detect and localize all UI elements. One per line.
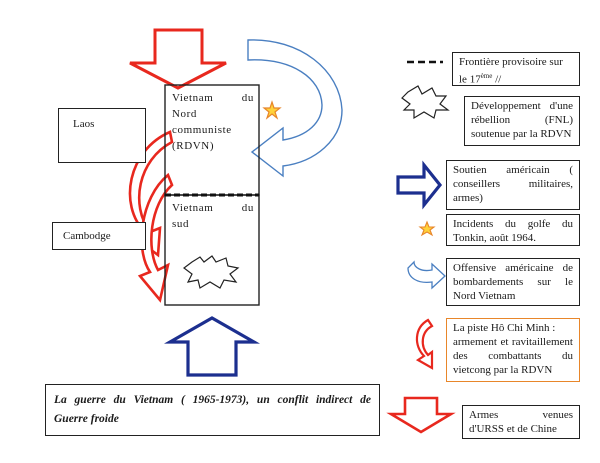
legend-soviet-arrow-icon <box>386 396 456 434</box>
legend-offensive-arrow-icon <box>407 260 446 290</box>
legend-armes: Armes venues d'URSS et de Chine <box>462 405 580 439</box>
rebellion-burst-icon <box>183 255 240 289</box>
legend-piste: La piste Hô Chi Minh : armement et ravit… <box>446 318 580 382</box>
cambodge-box: Cambodge <box>52 222 146 250</box>
legend-frontiere: Frontière provisoire sur le 17ème // <box>452 52 580 86</box>
legend-burst-icon <box>401 85 450 120</box>
caption-box: La guerre du Vietnam ( 1965-1973), un co… <box>45 384 380 436</box>
legend-trail-arrow-icon <box>415 318 434 370</box>
bombing-offensive-arrow-icon <box>247 39 343 178</box>
caption-line-2: Guerre froide <box>54 413 119 425</box>
legend-rebellion: Développement d'une rébellion (FNL) sout… <box>464 96 580 146</box>
caption-line-1: La guerre du Vietnam ( 1965-1973), un co… <box>54 394 371 406</box>
north-vietnam-label: Vietnam du Nord communiste (RDVN) <box>172 92 254 152</box>
legend-us-arrow-icon <box>396 160 443 210</box>
ho-chi-minh-trail-arrow-2-icon <box>137 172 174 303</box>
legend-soutien: Soutien américain ( conseillers militair… <box>446 160 580 210</box>
tonkin-star-icon <box>262 100 282 120</box>
legend-offensive: Offensive américaine de bombardements su… <box>446 258 580 306</box>
cambodge-label: Cambodge <box>63 230 111 242</box>
legend-incidents: Incidents du golfe du Tonkin, août 1964. <box>446 214 580 246</box>
soviet-arms-arrow-icon <box>129 28 227 90</box>
legend-star-icon <box>418 220 436 237</box>
south-vietnam-label: Vietnam du sud <box>172 202 254 230</box>
laos-box: Laos <box>58 108 146 163</box>
laos-label: Laos <box>73 118 95 130</box>
us-support-arrow-icon <box>163 316 261 377</box>
